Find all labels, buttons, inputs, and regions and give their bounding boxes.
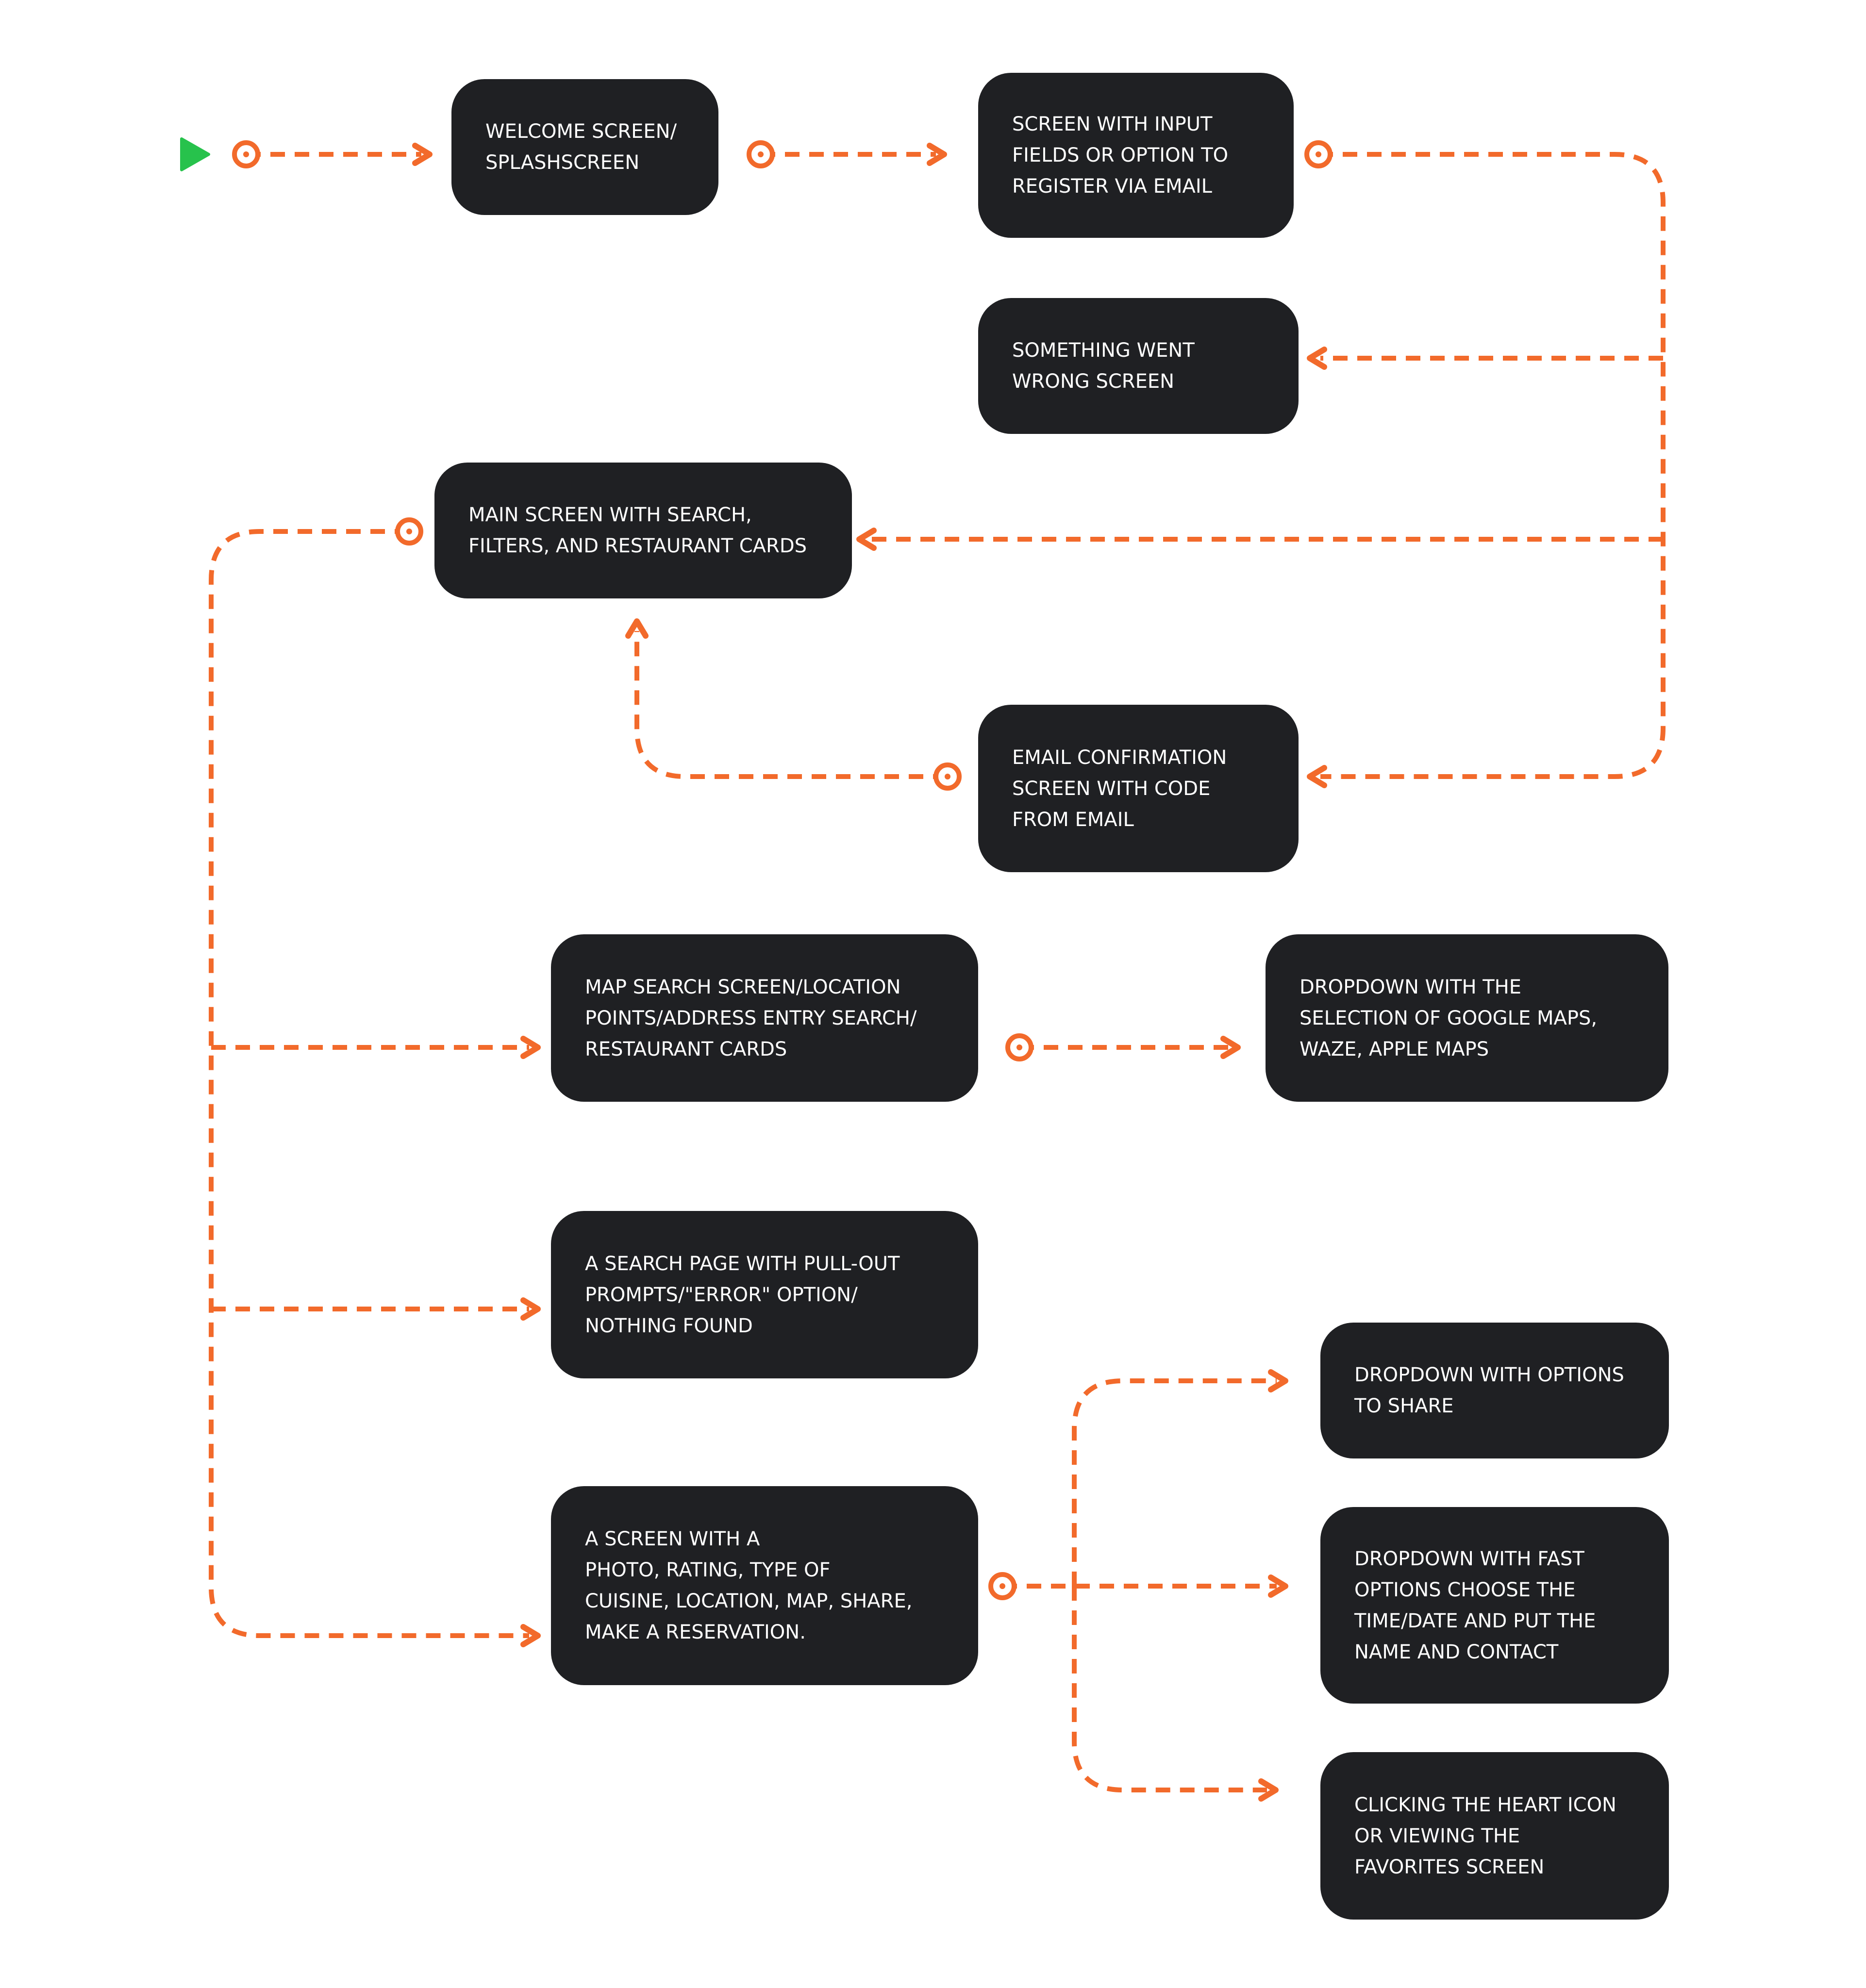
node-email-confirmation-screen[interactable]: EMAIL CONFIRMATION SCREEN WITH CODE FROM… — [978, 705, 1299, 872]
source-port-icon — [232, 140, 260, 168]
arrowhead-icon — [412, 143, 433, 166]
arrowhead-icon — [1220, 1036, 1241, 1059]
source-port-icon — [395, 517, 423, 546]
node-reservation-dropdown[interactable]: DROPDOWN WITH FAST OPTIONS CHOOSE THE TI… — [1320, 1507, 1669, 1704]
edge-restaurant-to-share — [1072, 1378, 1277, 1586]
node-reservation-dropdown-label: DROPDOWN WITH FAST OPTIONS CHOOSE THE TI… — [1354, 1547, 1596, 1663]
arrowhead-icon — [1307, 765, 1327, 788]
arrowhead-icon — [927, 143, 947, 166]
edge-register-trunk — [1318, 152, 1666, 779]
arrowhead-icon — [625, 618, 649, 639]
arrowhead-icon — [1268, 1574, 1288, 1598]
node-error-label: SOMETHING WENT WRONG SCREEN — [1012, 339, 1195, 393]
arrowhead-icon — [520, 1036, 541, 1059]
node-error-screen[interactable]: SOMETHING WENT WRONG SCREEN — [978, 298, 1299, 434]
source-port-icon — [1005, 1033, 1033, 1061]
start-play-icon — [180, 137, 210, 171]
node-welcome-screen[interactable]: WELCOME SCREEN/ SPLASHSCREEN — [451, 79, 718, 215]
arrowhead-icon — [856, 528, 877, 551]
arrowhead-icon — [1258, 1778, 1279, 1802]
node-share-dropdown[interactable]: DROPDOWN WITH OPTIONS TO SHARE — [1320, 1323, 1669, 1458]
node-map-search-label: MAP SEARCH SCREEN/LOCATION POINTS/ADDRES… — [585, 976, 917, 1060]
source-port-icon — [747, 140, 775, 168]
node-maps-dropdown[interactable]: DROPDOWN WITH THE SELECTION OF GOOGLE MA… — [1266, 934, 1668, 1102]
arrowhead-icon — [1268, 1369, 1288, 1392]
arrowhead-icon — [520, 1624, 541, 1647]
node-main-label: MAIN SCREEN WITH SEARCH, FILTERS, AND RE… — [468, 504, 807, 557]
node-register-screen[interactable]: SCREEN WITH INPUT FIELDS OR OPTION TO RE… — [978, 73, 1294, 238]
source-port-icon — [988, 1572, 1016, 1600]
node-restaurant-label: A SCREEN WITH A PHOTO, RATING, TYPE OF C… — [585, 1528, 913, 1643]
node-email-confirmation-label: EMAIL CONFIRMATION SCREEN WITH CODE FROM… — [1012, 746, 1227, 831]
node-restaurant-screen[interactable]: A SCREEN WITH A PHOTO, RATING, TYPE OF C… — [551, 1486, 978, 1685]
node-welcome-label: WELCOME SCREEN/ SPLASHSCREEN — [485, 120, 677, 174]
node-maps-dropdown-label: DROPDOWN WITH THE SELECTION OF GOOGLE MA… — [1300, 976, 1598, 1060]
edge-restaurant-to-favorites — [1072, 1586, 1267, 1792]
node-share-dropdown-label: DROPDOWN WITH OPTIONS TO SHARE — [1354, 1364, 1624, 1417]
arrowhead-icon — [1307, 347, 1327, 370]
node-search-page-label: A SEARCH PAGE WITH PULL-OUT PROMPTS/"ERR… — [585, 1252, 900, 1337]
arrowhead-icon — [520, 1297, 541, 1321]
source-port-icon — [933, 762, 962, 791]
source-port-icon — [1304, 140, 1333, 168]
node-favorites-label: CLICKING THE HEART ICON OR VIEWING THE F… — [1354, 1793, 1616, 1878]
node-main-screen[interactable]: MAIN SCREEN WITH SEARCH, FILTERS, AND RE… — [434, 463, 852, 598]
node-map-search-screen[interactable]: MAP SEARCH SCREEN/LOCATION POINTS/ADDRES… — [551, 934, 978, 1102]
edge-main-trunk — [209, 529, 529, 1638]
node-register-label: SCREEN WITH INPUT FIELDS OR OPTION TO RE… — [1012, 113, 1229, 198]
edge-confirm-to-main — [634, 631, 948, 779]
node-favorites-screen[interactable]: CLICKING THE HEART ICON OR VIEWING THE F… — [1320, 1752, 1669, 1920]
node-search-page[interactable]: A SEARCH PAGE WITH PULL-OUT PROMPTS/"ERR… — [551, 1211, 978, 1378]
